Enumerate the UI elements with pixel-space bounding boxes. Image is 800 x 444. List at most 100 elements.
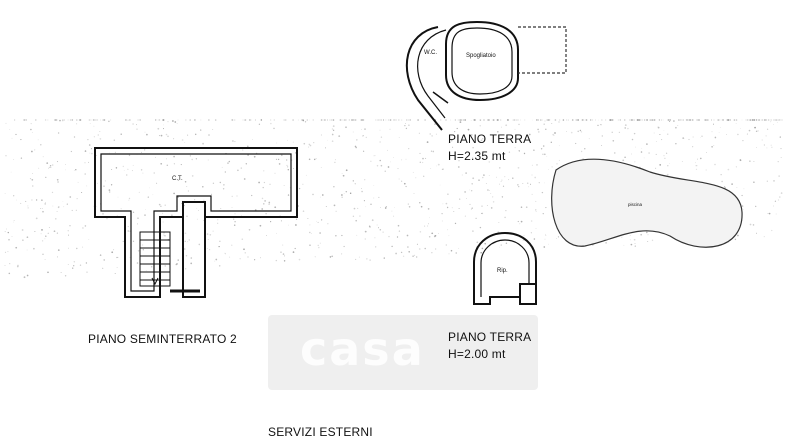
speckle (17, 264, 19, 266)
speckle (13, 119, 16, 121)
speckle (727, 119, 730, 121)
speckle (767, 213, 769, 215)
speckle (209, 233, 212, 236)
speckle (45, 176, 47, 179)
speckle (575, 142, 577, 145)
speckle (675, 126, 677, 129)
ground-floor-title-2: PIANO TERRA (448, 330, 532, 344)
speckle (173, 163, 175, 165)
speckle (454, 119, 456, 121)
speckle (341, 196, 343, 198)
speckle (302, 119, 304, 121)
speckle (136, 124, 137, 126)
speckle (472, 157, 474, 159)
speckle (206, 233, 209, 235)
speckle (99, 119, 101, 121)
speckle (37, 139, 39, 141)
speckle (136, 262, 139, 264)
speckle (630, 119, 633, 121)
speckle (742, 139, 744, 142)
speckle (624, 119, 626, 121)
speckle (592, 119, 594, 121)
speckle (513, 119, 516, 121)
speckle (242, 149, 244, 151)
speckle (757, 130, 759, 132)
speckle (524, 119, 526, 121)
speckle (479, 226, 482, 229)
speckle (184, 240, 186, 242)
speckle (188, 239, 190, 241)
speckle (69, 225, 71, 227)
speckle (746, 119, 749, 121)
speckle (117, 256, 119, 258)
speckle (355, 219, 357, 222)
speckle (116, 256, 118, 259)
speckle (321, 194, 324, 196)
ground-floor-plan-1 (405, 20, 567, 131)
speckle (389, 128, 391, 130)
speckle (96, 205, 97, 207)
speckle (248, 228, 251, 231)
speckle (577, 130, 579, 133)
speckle (207, 159, 209, 161)
speckle (645, 231, 648, 234)
speckle (480, 139, 483, 142)
speckle (128, 154, 131, 157)
speckle (236, 195, 238, 197)
speckle (31, 150, 33, 153)
speckle (380, 207, 381, 208)
speckle (413, 254, 416, 256)
speckle (264, 200, 266, 202)
speckle (138, 119, 140, 121)
speckle (189, 119, 191, 121)
speckle (469, 203, 471, 205)
speckle (651, 119, 654, 121)
speckle (705, 169, 707, 171)
speckle (194, 119, 196, 121)
speckle (68, 119, 70, 121)
speckle (601, 135, 603, 137)
speckle (590, 119, 592, 121)
speckle (158, 203, 161, 206)
speckle (470, 120, 472, 121)
speckle (766, 147, 768, 149)
speckle (184, 141, 186, 143)
speckle (659, 133, 661, 136)
speckle (368, 225, 371, 227)
speckle (140, 151, 143, 153)
speckle (490, 207, 493, 209)
speckle (273, 127, 275, 130)
speckle (472, 146, 474, 149)
speckle (260, 257, 261, 259)
speckle (370, 160, 372, 162)
speckle (358, 256, 360, 258)
speckle (724, 186, 726, 188)
speckle (251, 194, 253, 197)
speckle (42, 156, 44, 158)
speckle (726, 133, 727, 135)
speckle (735, 122, 737, 124)
speckle (355, 119, 357, 121)
speckle (706, 152, 707, 153)
speckle (780, 192, 783, 194)
speckle (237, 169, 239, 172)
speckle (763, 144, 765, 146)
speckle (753, 181, 755, 183)
speckle (47, 167, 49, 169)
speckle (214, 119, 217, 121)
speckle (253, 155, 256, 158)
speckle (40, 233, 42, 235)
speckle (471, 134, 473, 136)
speckle (730, 119, 732, 121)
speckle (20, 139, 22, 141)
speckle (308, 146, 310, 148)
speckle (666, 133, 669, 135)
speckle (73, 170, 75, 171)
speckle (345, 169, 348, 172)
speckle (453, 130, 456, 133)
speckle (15, 133, 17, 136)
speckle (11, 137, 13, 139)
speckle (126, 174, 128, 176)
speckle (629, 234, 631, 236)
speckle (280, 220, 282, 222)
